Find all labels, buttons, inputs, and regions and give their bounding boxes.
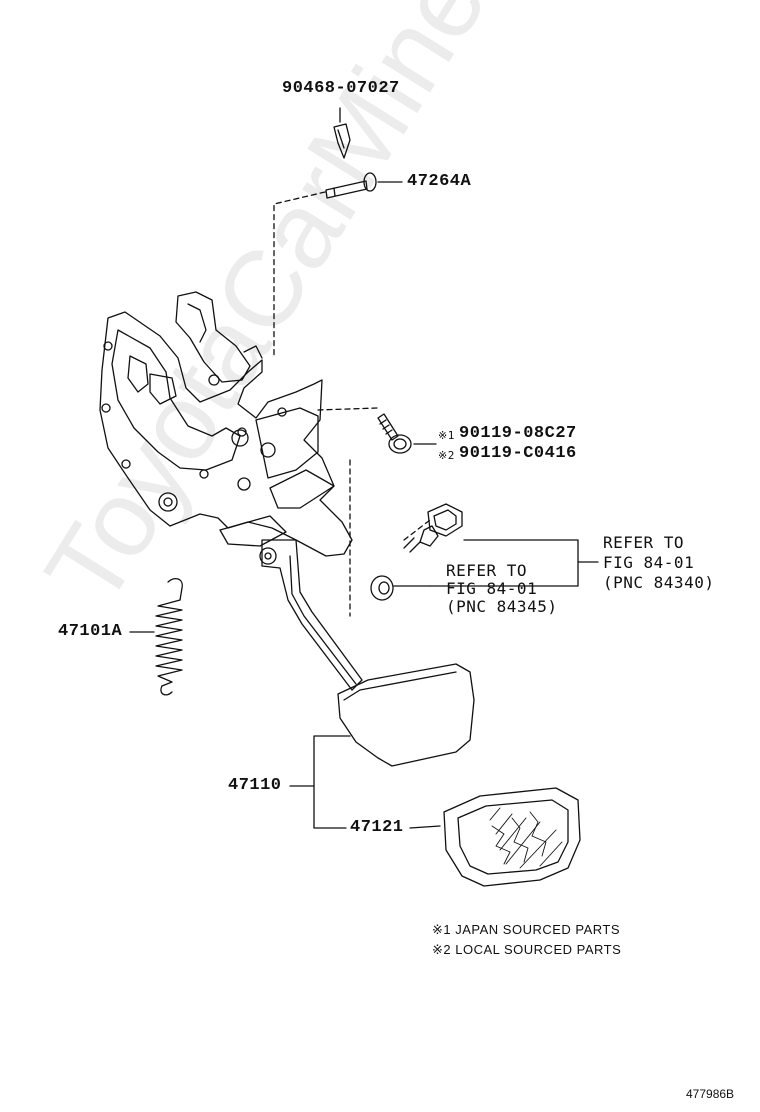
refer-left-line3: (PNC 84345) bbox=[446, 597, 558, 616]
pedal-arm bbox=[261, 539, 363, 691]
clip-90468 bbox=[333, 123, 351, 159]
bolt-90119 bbox=[377, 413, 412, 454]
pin-47264A bbox=[325, 172, 377, 199]
label-90468-07027: 90468-07027 bbox=[282, 79, 400, 98]
stopper-cushion bbox=[370, 575, 394, 601]
refer-leaders bbox=[393, 539, 599, 587]
leader-47110-47121 bbox=[289, 735, 441, 829]
figure-id: 477986B bbox=[686, 1087, 735, 1101]
marker-2: ※2 bbox=[438, 449, 455, 462]
label-47264A: 47264A bbox=[407, 172, 472, 191]
label-90119-C0416: 90119-C0416 bbox=[459, 444, 577, 463]
pedal-cover-47121 bbox=[443, 787, 581, 887]
note-local-sourced: ※2 LOCAL SOURCED PARTS bbox=[432, 942, 622, 957]
label-47101A: 47101A bbox=[58, 622, 123, 641]
refer-right-line3: (PNC 84340) bbox=[603, 573, 715, 592]
pedal-pad-47110 bbox=[337, 663, 475, 767]
pedal-bracket bbox=[99, 291, 353, 565]
marker-1: ※1 bbox=[438, 429, 455, 442]
stop-lamp-switch bbox=[403, 503, 463, 553]
label-47121: 47121 bbox=[350, 818, 404, 837]
refer-left-line2: FIG 84-01 bbox=[446, 579, 538, 598]
spring-47101A bbox=[155, 577, 183, 696]
label-90119-08C27: 90119-08C27 bbox=[459, 424, 577, 443]
note-japan-sourced: ※1 JAPAN SOURCED PARTS bbox=[432, 922, 621, 937]
refer-right-line2: FIG 84-01 bbox=[603, 553, 695, 572]
dashed-guides bbox=[273, 191, 431, 617]
refer-right-line1: REFER TO bbox=[603, 533, 685, 552]
label-47110: 47110 bbox=[228, 776, 282, 795]
refer-left-line1: REFER TO bbox=[446, 561, 528, 580]
